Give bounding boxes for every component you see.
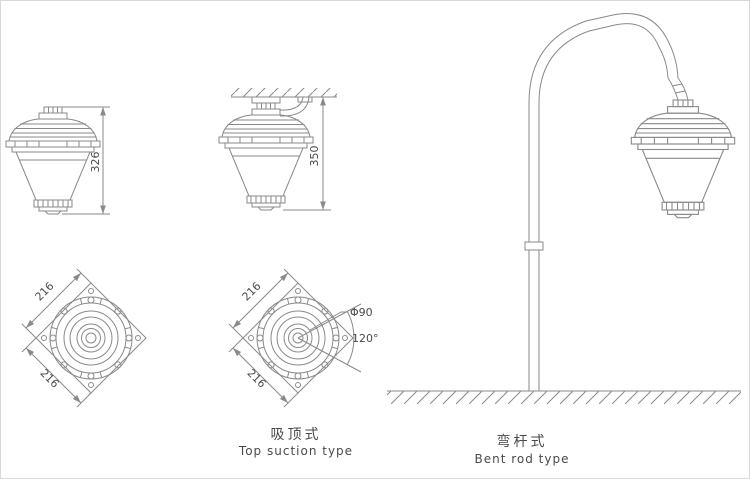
angle-line-lower bbox=[297, 337, 362, 373]
dim-label-phi90: Φ90 bbox=[350, 306, 373, 319]
dim-label-216-left-lower: 216 bbox=[37, 367, 61, 391]
top-view-left bbox=[21, 268, 147, 408]
dim-label-216-left-upper: 216 bbox=[33, 280, 57, 304]
side-view-top-suction-lamp bbox=[218, 96, 314, 211]
dimension-350 bbox=[283, 97, 331, 211]
bent-rod-pole-view bbox=[524, 13, 736, 391]
angle-line-upper bbox=[297, 303, 362, 339]
dim-label-216-mid-lower: 216 bbox=[244, 367, 268, 391]
dim-label-120deg: 120° bbox=[352, 332, 379, 345]
top-view-middle bbox=[228, 268, 362, 408]
drawing-text: 326 350 216 216 216 216 Φ90 120° 吸顶式 Top… bbox=[33, 146, 570, 467]
dim-label-326: 326 bbox=[89, 152, 102, 173]
dimension-326 bbox=[62, 106, 110, 215]
bent-rod-lamp bbox=[630, 99, 736, 219]
drawing-linework bbox=[5, 13, 741, 408]
ceiling-hatch bbox=[231, 88, 337, 98]
dim-label-350: 350 bbox=[308, 146, 321, 167]
ground-hatch bbox=[387, 390, 741, 404]
flex-conduit bbox=[667, 77, 679, 101]
caption-bent-rod-en: Bent rod type bbox=[475, 452, 570, 466]
dim-label-216-mid-upper: 216 bbox=[240, 280, 264, 304]
caption-bent-rod-cn: 弯杆式 bbox=[497, 433, 548, 450]
caption-top-suction-en: Top suction type bbox=[238, 444, 353, 458]
conduit-elbow bbox=[279, 96, 304, 111]
pole-joint-collar bbox=[524, 241, 544, 251]
side-view-left-lamp bbox=[5, 106, 101, 215]
caption-top-suction-cn: 吸顶式 bbox=[271, 427, 322, 443]
angle-arc bbox=[346, 311, 355, 365]
diameter-leader-line bbox=[309, 311, 342, 331]
